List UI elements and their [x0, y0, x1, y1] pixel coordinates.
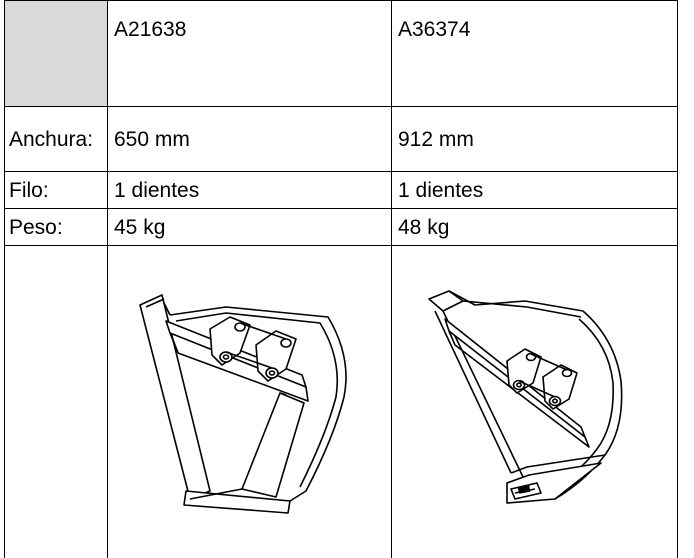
bucket-a-image-cell — [108, 246, 392, 558]
width-value-b: 912 mm — [392, 107, 678, 172]
edge-value-b: 1 dientes — [392, 172, 678, 209]
edge-label: Filo: — [5, 172, 108, 209]
spec-table: A21638 A36374 Anchura: 650 mm 912 mm Fil… — [4, 0, 678, 558]
wide-bucket-illustration — [415, 277, 655, 527]
model-a-header: A21638 — [108, 1, 392, 107]
table-row-width: Anchura: 650 mm 912 mm — [5, 107, 678, 172]
trenching-bucket-illustration — [130, 277, 370, 527]
table-row-weight: Peso: 45 kg 48 kg — [5, 209, 678, 246]
table-row-images — [5, 246, 678, 558]
image-empty-cell — [5, 246, 108, 558]
edge-value-a: 1 dientes — [108, 172, 392, 209]
width-label: Anchura: — [5, 107, 108, 172]
table-row-edge: Filo: 1 dientes 1 dientes — [5, 172, 678, 209]
header-row: A21638 A36374 — [5, 1, 678, 107]
weight-value-a: 45 kg — [108, 209, 392, 246]
weight-value-b: 48 kg — [392, 209, 678, 246]
model-b-header: A36374 — [392, 1, 678, 107]
header-corner-cell — [5, 1, 108, 107]
weight-label: Peso: — [5, 209, 108, 246]
bucket-b-image-cell — [392, 246, 678, 558]
width-value-a: 650 mm — [108, 107, 392, 172]
